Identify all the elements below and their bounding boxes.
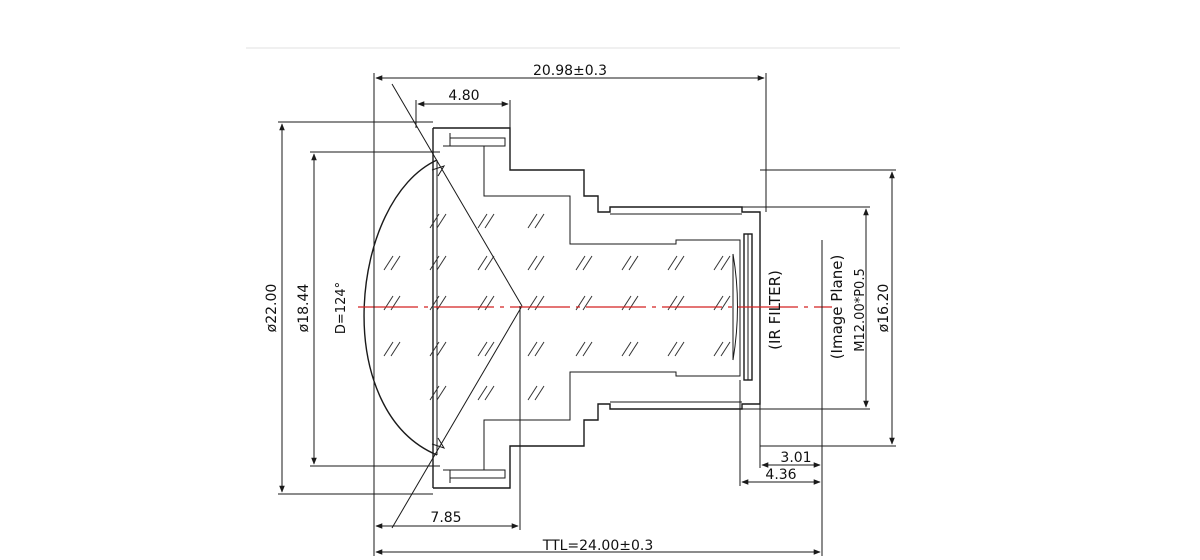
hatch-mark: [436, 213, 447, 229]
dim-ttl: TTL=24.00±0.3: [542, 538, 653, 554]
hatch-mark: [674, 295, 685, 311]
hatch-mark: [534, 213, 545, 229]
hatch-mark: [429, 295, 440, 311]
hatch-mark: [390, 255, 401, 271]
hatch-mark: [621, 255, 632, 271]
hatch-mark: [429, 341, 440, 357]
hatch-mark: [720, 295, 731, 311]
hatch-mark: [575, 295, 586, 311]
dim-back-focus-2: 4.36: [765, 467, 796, 483]
lens-barrel-outline: [432, 127, 761, 489]
hatch-mark: [713, 255, 724, 271]
hatch-mark: [720, 255, 731, 271]
hatch-mark: [484, 255, 495, 271]
hatch-mark: [429, 385, 440, 401]
hatch-mark: [713, 341, 724, 357]
hatch-mark: [527, 341, 538, 357]
hatch-mark: [667, 255, 678, 271]
hatch-mark: [527, 295, 538, 311]
dim-fov: D=124°: [334, 282, 349, 334]
hatch-mark: [527, 255, 538, 271]
dim-front-flange: 4.80: [448, 88, 479, 104]
dim-thread-diameter: ø16.20: [876, 284, 892, 333]
hatch-mark: [429, 255, 440, 271]
hatch-mark: [534, 255, 545, 271]
hatch-mark: [674, 255, 685, 271]
dimension-lines: [279, 75, 895, 555]
hatch-mark: [628, 255, 639, 271]
extension-lines: [278, 73, 896, 556]
hatch-mark: [383, 255, 394, 271]
hatch-mark: [713, 295, 724, 311]
hatch-mark: [484, 341, 495, 357]
hatch-mark: [621, 295, 632, 311]
hatch-mark: [477, 255, 488, 271]
hatch-mark: [527, 213, 538, 229]
hatch-mark: [667, 295, 678, 311]
hatch-mark: [534, 385, 545, 401]
hatch-mark: [436, 255, 447, 271]
hatch-mark: [534, 341, 545, 357]
hatch-mark: [484, 385, 495, 401]
dim-back-focus-1: 3.01: [780, 450, 811, 466]
hatch-mark: [477, 385, 488, 401]
hatch-mark: [477, 295, 488, 311]
hatch-mark: [527, 385, 538, 401]
image-plane-label: (Image Plane): [828, 255, 846, 360]
hatch-mark: [383, 341, 394, 357]
hatch-mark: [575, 255, 586, 271]
hatch-mark: [477, 341, 488, 357]
section-hatching: [383, 213, 731, 401]
hatch-mark: [674, 341, 685, 357]
hatch-mark: [436, 341, 447, 357]
hatch-mark: [484, 213, 495, 229]
hatch-mark: [582, 295, 593, 311]
hatch-mark: [667, 341, 678, 357]
dim-diameter-lens: ø18.44: [296, 284, 312, 333]
hatch-mark: [582, 341, 593, 357]
hatch-mark: [628, 341, 639, 357]
hatch-mark: [390, 341, 401, 357]
front-lens-element: [363, 83, 523, 529]
hatch-mark: [484, 295, 495, 311]
hatch-mark: [628, 295, 639, 311]
hatch-mark: [720, 341, 731, 357]
hatch-mark: [429, 213, 440, 229]
hatch-mark: [582, 255, 593, 271]
hatch-mark: [383, 295, 394, 311]
hatch-mark: [390, 295, 401, 311]
dim-overall-length: 20.98±0.3: [533, 63, 607, 79]
dim-front-depth: 7.85: [430, 510, 461, 526]
hatch-mark: [477, 213, 488, 229]
hatch-mark: [436, 385, 447, 401]
dim-diameter-outer: ø22.00: [264, 284, 280, 333]
hatch-mark: [621, 341, 632, 357]
ir-filter-label: (IR FILTER): [766, 270, 784, 350]
hatch-mark: [436, 295, 447, 311]
hatch-mark: [534, 295, 545, 311]
thread-label: M12.00*P0.5: [853, 268, 868, 351]
hatch-mark: [575, 341, 586, 357]
